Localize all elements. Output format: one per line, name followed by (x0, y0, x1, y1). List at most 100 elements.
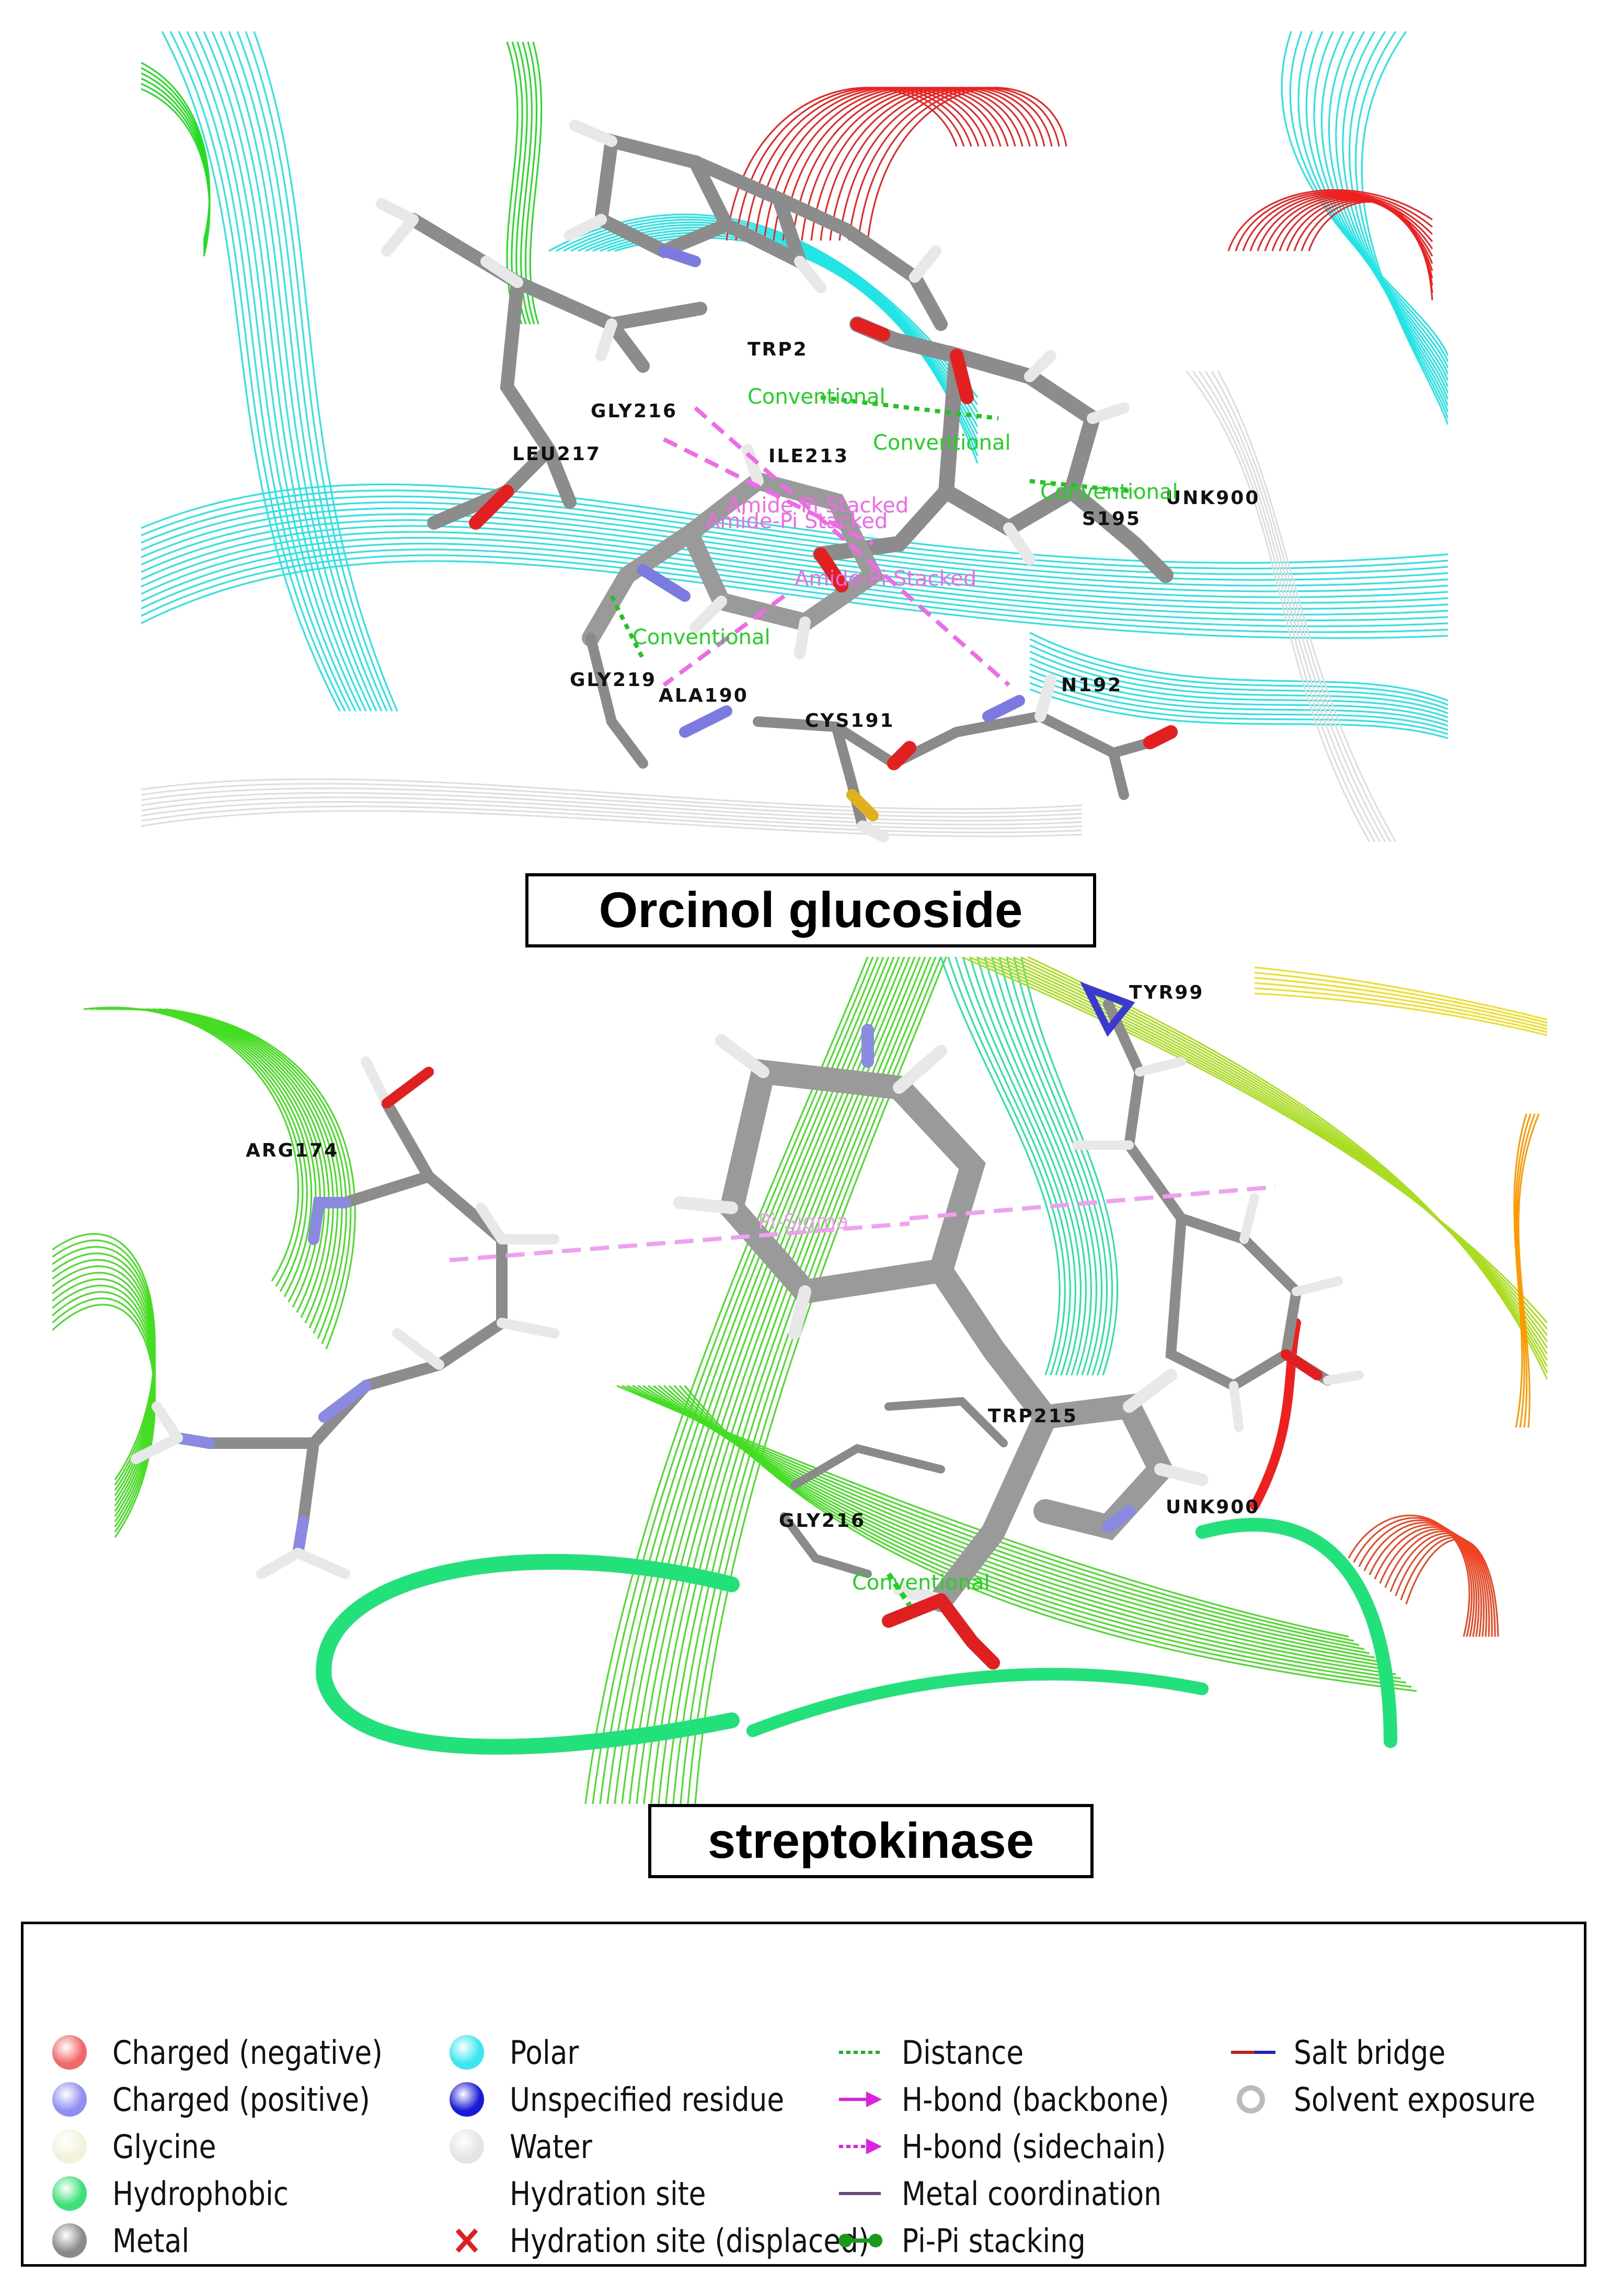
legend-item: Metal coordination (834, 2170, 1213, 2217)
ribbon-strand (1029, 669, 1448, 727)
ribbon-strand (1515, 1113, 1532, 1428)
legend-label: Glycine (112, 2127, 216, 2166)
ribbon-strand (141, 88, 211, 257)
ribbon-strand (1217, 371, 1397, 842)
legend-label: Salt bridge (1294, 2033, 1446, 2072)
legend-item: Charged (negative) (44, 2029, 427, 2076)
ribbon-strand (1281, 31, 1448, 356)
ribbon-strand (1192, 371, 1376, 842)
ribbon-strand (1513, 1113, 1527, 1428)
interaction-label-amide-pi: Amide-Pi Stacked (706, 509, 888, 533)
ribbon-strand (867, 87, 1067, 241)
ribbon-strand (628, 957, 900, 1804)
arg174-hydrogens (131, 1056, 559, 1579)
ribbon-strand (1313, 31, 1448, 381)
ribbon-strand (203, 31, 367, 712)
residue-label-cys191: CYS191 (805, 710, 895, 732)
legend-label: Polar (510, 2033, 579, 2072)
ribbon-strand (599, 957, 879, 1804)
ribbon-strand (1204, 371, 1386, 842)
ribbon-strand (141, 77, 211, 250)
ribbon-strand (52, 1278, 156, 1517)
ribbon-strand (969, 957, 1547, 1330)
ribbon-strand (141, 783, 1083, 814)
ribbon-strand (220, 31, 377, 712)
ribbon-strand (236, 31, 388, 712)
legend-label: Hydrophobic (112, 2174, 289, 2213)
ribbon-strand (141, 805, 1083, 833)
ribbon-strand (52, 1233, 156, 1480)
stick-models (131, 981, 1364, 1670)
ribbon-strand (141, 549, 1448, 627)
ribbon-strand (1029, 638, 1448, 706)
legend-symbol-icon (442, 2170, 510, 2217)
ribbon-strand (141, 778, 1083, 810)
ribbon-strand (52, 1239, 156, 1486)
legend-symbol-icon (442, 2123, 510, 2170)
residue-label-gly216: GLY216 (779, 1510, 866, 1532)
ribbon-strand (1020, 957, 1119, 1376)
interaction-labels: Conventional Conventional Conventional C… (632, 385, 1178, 649)
ribbon-strand (1395, 1534, 1493, 1637)
residue-label-tyr99: TYR99 (1129, 982, 1204, 1003)
legend-symbol-icon (44, 2076, 112, 2123)
ribbon-strand (152, 1008, 347, 1339)
ribbon-strand (1186, 371, 1371, 842)
legend-item: Hydrophobic (44, 2170, 427, 2217)
ribbon-strand (954, 957, 1071, 1376)
ribbon-strand (961, 957, 1547, 1323)
ribbon-strand (186, 31, 356, 712)
ribbon-strand (810, 87, 1024, 241)
ribbon-strand (838, 87, 1045, 241)
legend-item: Water (442, 2123, 928, 2170)
ribbon-strand (969, 957, 1082, 1376)
legend-label: Solvent exposure (1294, 2080, 1536, 2119)
ribbon-strand (52, 1285, 156, 1522)
legend-item: Distance (834, 2029, 1213, 2076)
oxygen-atom (1281, 1349, 1322, 1380)
legend-item: Pi-Pi stacking (834, 2217, 1213, 2264)
interaction-label-pi-sigma: Pi-Sigma (758, 1210, 849, 1234)
caption-streptokinase: streptokinase (648, 1804, 1094, 1878)
ribbon-strand (848, 87, 1053, 241)
ribbon-strand (1006, 957, 1108, 1376)
residue-label-ser195: S195 (1082, 508, 1141, 530)
legend-label: Hydration site (displaced) (510, 2221, 869, 2260)
legend-item: Metal (44, 2217, 427, 2264)
ribbon-strand (829, 87, 1038, 241)
ribbon-strand (1235, 190, 1433, 252)
residue-label-gly216: GLY216 (591, 401, 677, 422)
residue-labels: TRP2 GLY216 LEU217 ILE213 S195 UNK900 GL… (512, 339, 1258, 732)
ribbon-strand (1029, 688, 1448, 739)
ribbon-strand (1389, 1533, 1490, 1637)
residue-label-gly219: GLY219 (570, 669, 657, 691)
residue-label-trp215: TRP2 (748, 339, 808, 360)
residue-label-trp215: TRP215 (988, 1406, 1078, 1427)
ribbon-strand (592, 957, 874, 1804)
ribbon-strand (672, 957, 932, 1804)
legend-symbol-icon (44, 2170, 112, 2217)
ribbon-strand (1254, 966, 1547, 1021)
legend-label: Water (510, 2127, 592, 2166)
legend-symbol-icon (834, 2076, 902, 2123)
interaction-label-amide-pi: Amide-Pi Stacked (795, 567, 976, 591)
legend-label: Charged (positive) (112, 2080, 370, 2119)
ribbon-strand (140, 1008, 339, 1329)
residue-label-arg174: ARG174 (246, 1140, 339, 1161)
legend-symbol-icon (834, 2029, 902, 2076)
ribbon-strand (1029, 657, 1448, 718)
ribbon-tube (1250, 1318, 1301, 1511)
oxygen-atom (382, 1067, 434, 1109)
legend-label: Hydration site (510, 2174, 706, 2213)
residue-label-unk900: UNK900 (1166, 1497, 1260, 1518)
tyr99-sidechain (1103, 999, 1333, 1392)
ribbon-strand (1379, 1528, 1485, 1637)
ribbon-strand (1013, 957, 1113, 1376)
legend-symbol-icon (1226, 2076, 1294, 2123)
legend-symbol-icon (44, 2217, 112, 2264)
ribbon-strand (228, 31, 383, 712)
ribbon-strand (684, 1385, 1417, 1692)
ribbon-strand (52, 1259, 156, 1501)
residue-labels: TYR99 ARG174 TRP215 UNK900 GLY216 (246, 982, 1260, 1532)
ribbon-strand (1029, 632, 1448, 702)
